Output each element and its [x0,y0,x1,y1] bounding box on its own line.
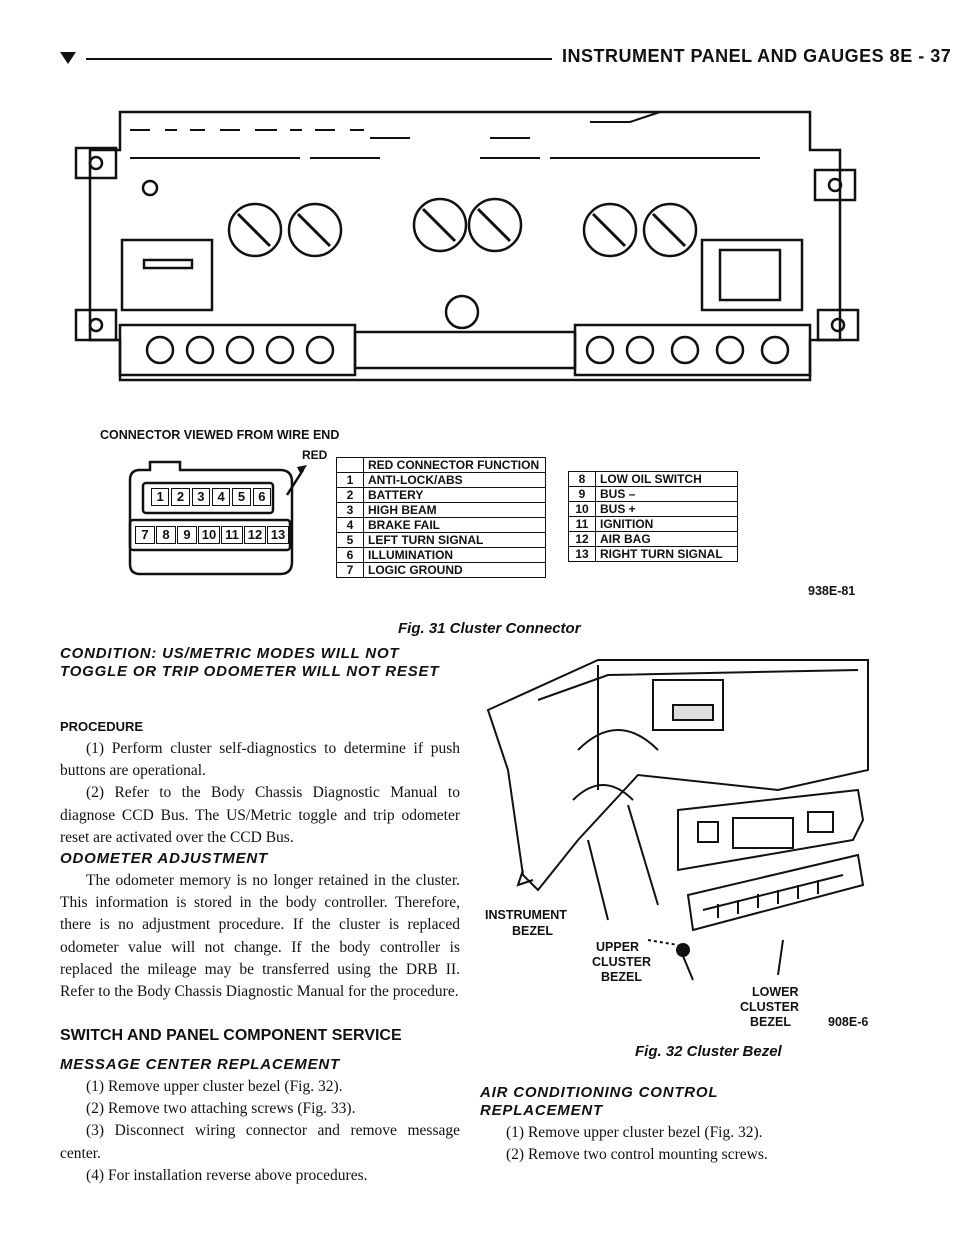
figure-caption: Fig. 31 Cluster Connector [398,620,581,637]
odometer-heading: ODOMETER ADJUSTMENT [60,850,268,867]
label-lower-cluster: CLUSTER [740,1000,800,1014]
label-instrument: INSTRUMENT [485,908,567,922]
procedure-step: (3) Disconnect wiring connector and remo… [60,1122,460,1162]
page-header: INSTRUMENT PANEL AND GAUGES 8E - 37 [60,44,951,74]
connector-pin: 3 [191,488,210,506]
connector-pin: 1 [151,488,170,506]
procedure-step: (4) For installation reverse above proce… [86,1166,368,1184]
procedure-label: PROCEDURE [60,719,144,734]
connector-pin: 7 [135,526,155,544]
triangle-marker-icon [60,52,76,64]
connector-pin: 12 [244,526,266,544]
cluster-back-illustration [74,110,860,382]
connector-pins-bottom: 7 8 9 10 11 12 13 [135,526,295,544]
connector-pin: 9 [177,526,197,544]
condition-heading: CONDITION: US/METRIC MODES WILL NOT TOGG… [60,645,440,680]
figure-code: 908E-6 [828,1015,869,1029]
connector-pin: 5 [232,488,251,506]
figure-caption: Fig. 32 Cluster Bezel [635,1043,782,1060]
figure-code: 938E-81 [808,584,856,598]
connector-pin: 13 [267,526,289,544]
label-upper-bezel: BEZEL [601,970,642,984]
connector-pin: 6 [252,488,271,506]
table-row: RED CONNECTOR FUNCTION [336,457,546,473]
procedure-step: (2) Refer to the Body Chassis Diagnostic… [60,784,460,846]
header-rule [86,58,552,60]
connector-pin: 8 [156,526,176,544]
condition-steps: (1) Perform cluster self-diagnostics to … [60,738,460,849]
connector-pin: 11 [221,526,243,544]
connector-diagram [128,460,307,576]
message-center-heading: MESSAGE CENTER REPLACEMENT [60,1056,340,1073]
odometer-text: The odometer memory is no longer retaine… [60,870,460,1003]
table-heading: RED CONNECTOR FUNCTION [363,457,546,473]
label-lower-bezel: BEZEL [750,1015,791,1029]
procedure-step: (1) Remove upper cluster bezel (Fig. 32)… [86,1078,343,1095]
connector-pins-top: 1 2 3 4 5 6 [151,488,271,506]
page-title: INSTRUMENT PANEL AND GAUGES 8E - 37 [562,46,952,66]
connector-pin: 4 [211,488,231,506]
procedure-step: (2) Remove two control mounting screws. [506,1146,768,1164]
connector-view-label: CONNECTOR VIEWED FROM WIRE END [100,428,340,442]
label-upper-cluster: CLUSTER [592,955,652,969]
odometer-paragraph: The odometer memory is no longer retaine… [60,872,460,1001]
ac-control-steps: (1) Remove upper cluster bezel (Fig. 32)… [480,1122,880,1166]
connector-pin: 2 [171,488,190,506]
connector-pin: 10 [198,526,220,544]
label-instrument-bezel: BEZEL [512,924,553,938]
procedure-step: (1) Perform cluster self-diagnostics to … [60,740,460,780]
procedure-step: (1) Remove upper cluster bezel (Fig. 32)… [506,1124,763,1141]
label-upper: UPPER [596,940,640,954]
switch-section-heading: SWITCH AND PANEL COMPONENT SERVICE [60,1027,402,1044]
cluster-bezel-illustration [486,659,869,981]
procedure-step: (2) Remove two attaching screws (Fig. 33… [86,1100,356,1118]
label-lower: LOWER [752,985,799,999]
red-label: RED [302,448,328,462]
ac-control-heading: AIR CONDITIONING CONTROL REPLACEMENT [480,1084,719,1119]
message-center-steps: (1) Remove upper cluster bezel (Fig. 32)… [60,1076,460,1187]
